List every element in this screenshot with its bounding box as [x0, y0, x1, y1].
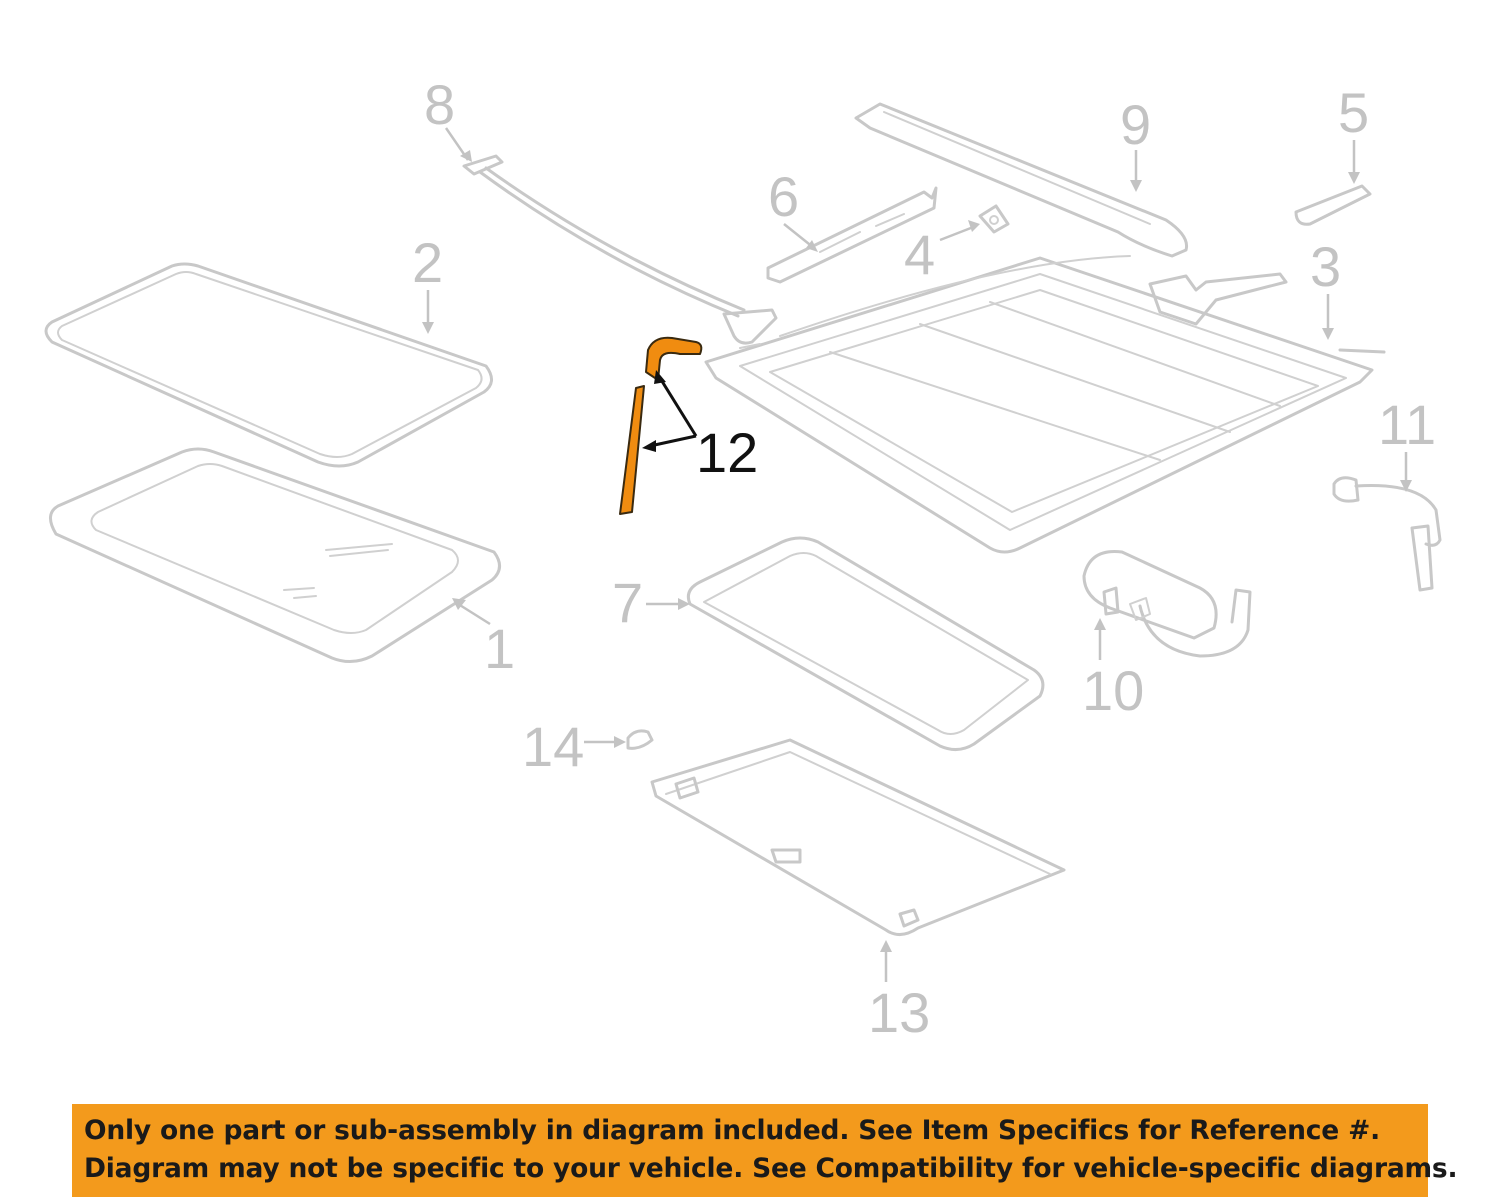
disclaimer-line-1: Only one part or sub-assembly in diagram…	[84, 1115, 1380, 1146]
part-11-hose	[1332, 476, 1442, 592]
callout-4: 4	[904, 223, 935, 286]
callout-11: 11	[1378, 393, 1436, 456]
callout-14: 14	[522, 715, 584, 778]
part-13-sunshade	[650, 738, 1066, 936]
part-8-cable-guide	[462, 154, 778, 345]
part-3-sunroof-frame	[704, 255, 1386, 554]
part-5-block	[1294, 184, 1372, 226]
part-12-drain-hose	[619, 336, 703, 515]
part-10-motor	[1082, 550, 1252, 658]
callout-2: 2	[412, 231, 443, 294]
callout-10: 10	[1082, 659, 1144, 722]
sunroof-parts-diagram: 1 2 3 4 5 6 7 8 9 10 11 12 13 14	[44, 73, 1442, 1044]
disclaimer-banner: Only one part or sub-assembly in diagram…	[72, 1104, 1458, 1197]
part-2-glass-seal	[44, 262, 493, 468]
callout-9: 9	[1120, 93, 1151, 156]
disclaimer-line-2: Diagram may not be specific to your vehi…	[84, 1153, 1458, 1184]
callout-13: 13	[868, 981, 930, 1044]
part-9-rail	[854, 102, 1189, 258]
callout-5: 5	[1338, 81, 1369, 144]
part-4-clip	[978, 204, 1010, 234]
callout-numbers: 1 2 3 4 5 6 7 8 9 10 11 12 13 14	[412, 73, 1436, 1044]
part-6-bracket	[766, 186, 938, 284]
part-1-glass-panel	[49, 447, 501, 663]
callout-7: 7	[612, 571, 643, 634]
leader-lines	[422, 127, 1412, 982]
callout-3: 3	[1310, 235, 1341, 298]
callout-1: 1	[484, 617, 515, 680]
callout-6: 6	[768, 165, 799, 228]
part-7-shade-frame	[686, 536, 1045, 751]
part-14-plug	[626, 729, 654, 750]
callout-12: 12	[696, 421, 758, 484]
callout-8: 8	[424, 73, 455, 136]
